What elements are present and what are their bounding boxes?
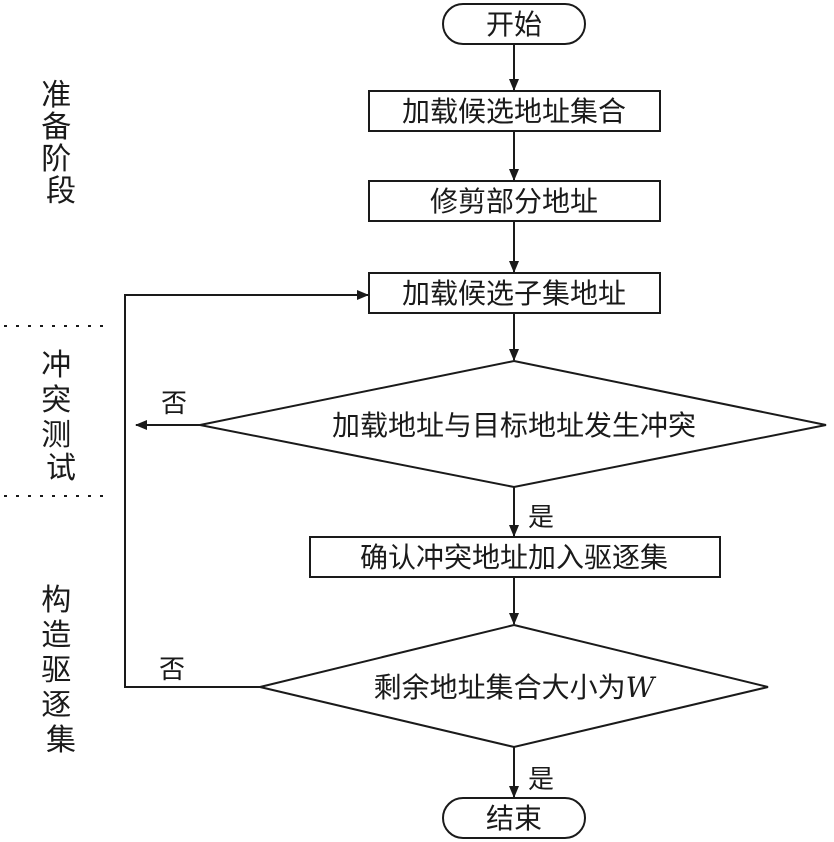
- edge-label-no: 否: [161, 389, 187, 419]
- process-label: 确认冲突地址加入驱逐集: [360, 541, 668, 574]
- process-prune: [368, 180, 661, 222]
- phase-char: 备: [41, 110, 71, 145]
- phase-char: 集: [46, 723, 76, 758]
- phase-label-prepare: 准 备 阶 段: [41, 78, 81, 209]
- phase-char: 冲: [41, 348, 71, 383]
- phase-char: 驱: [41, 653, 71, 688]
- phase-char: 阶: [41, 142, 71, 177]
- end-terminal: [442, 797, 586, 839]
- process-label: 加载候选子集地址: [402, 277, 626, 310]
- phase-char: 段: [46, 174, 76, 209]
- process-label: 加载候选地址集合: [402, 95, 626, 128]
- decision-label: 加载地址与目标地址发生冲突: [332, 409, 696, 442]
- process-confirm-add: [309, 536, 721, 578]
- end-label: 结束: [486, 802, 542, 835]
- phase-char: 逐: [41, 688, 71, 723]
- phase-char: 构: [41, 583, 71, 618]
- decision-label-variable: W: [626, 671, 657, 704]
- phase-char: 突: [41, 383, 71, 418]
- edge-label-yes: 是: [528, 503, 554, 533]
- decision-label: 剩余地址集合大小为W: [374, 671, 657, 704]
- phase-label-conflict-test: 冲 突 测 试: [41, 348, 81, 486]
- phase-char: 准: [41, 78, 71, 113]
- start-label: 开始: [486, 8, 542, 41]
- process-load-subset: [368, 272, 661, 314]
- phase-char: 试: [46, 451, 76, 486]
- edge-label-no: 否: [159, 655, 185, 685]
- decision-label-text: 剩余地址集合大小为: [374, 671, 626, 704]
- phase-char: 造: [41, 618, 71, 653]
- phase-char: 测: [41, 418, 71, 453]
- process-label: 修剪部分地址: [430, 185, 598, 218]
- process-load-candidates: [368, 90, 661, 132]
- loop-back-arrow: [124, 290, 369, 688]
- phase-label-build-set: 构 造 驱 逐 集: [41, 583, 81, 758]
- edge-label-yes: 是: [528, 765, 554, 795]
